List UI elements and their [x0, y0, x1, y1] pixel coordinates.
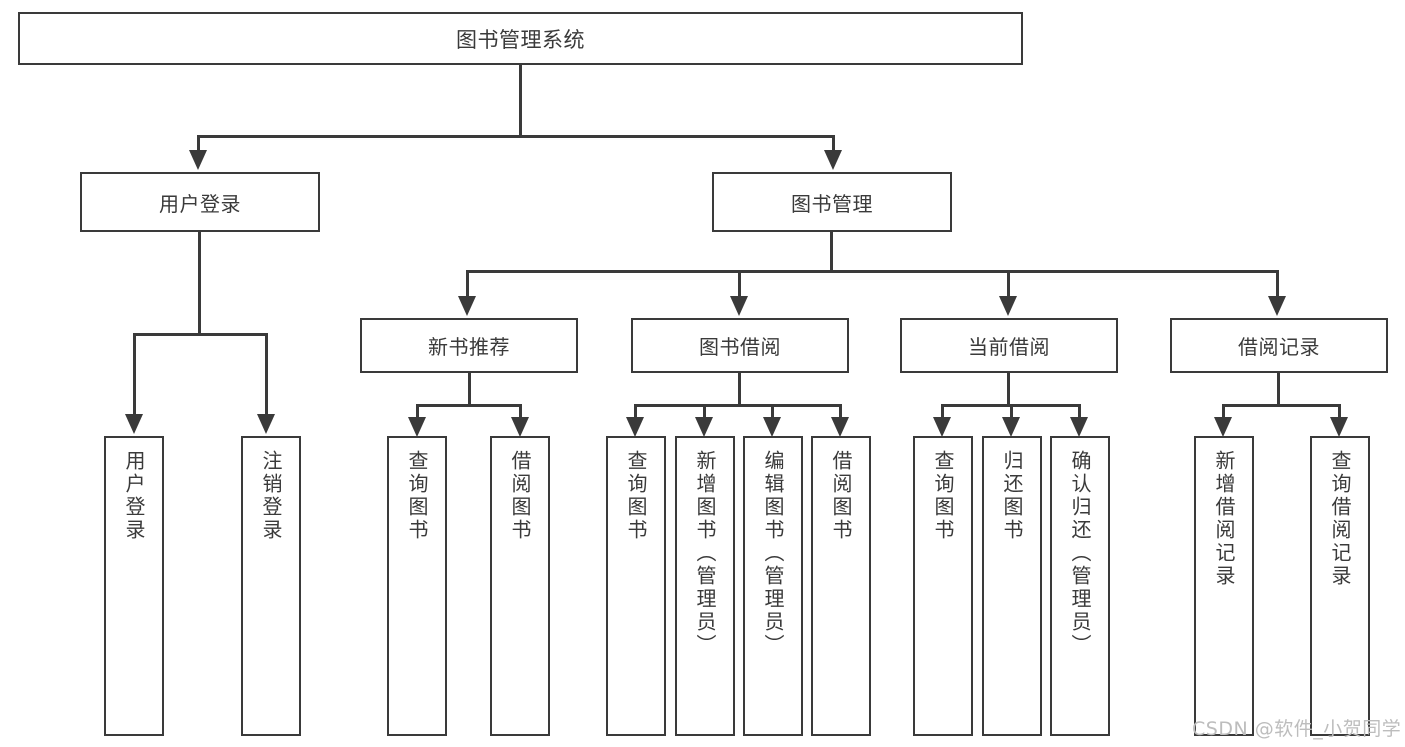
leaf-label: 查询借阅记录 — [1328, 450, 1352, 588]
connector-borrow-record-drop-1 — [1222, 404, 1225, 421]
arrow-borrow-record-leaf-2 — [1330, 417, 1348, 437]
leaf-logout[interactable]: 注销登录 — [241, 436, 301, 736]
leaf-label: 新增借阅记录 — [1212, 450, 1236, 588]
leaf-label: 确认归还（管理员） — [1068, 450, 1092, 657]
connector-user-login-drop-1 — [133, 333, 136, 418]
node-user-login[interactable]: 用户登录 — [80, 172, 320, 232]
arrow-book-borrow-leaf-4 — [831, 417, 849, 437]
connector-book-manage-drop-2 — [738, 270, 741, 299]
node-book-borrow[interactable]: 图书借阅 — [631, 318, 849, 373]
leaf-query-borrow-record[interactable]: 查询借阅记录 — [1310, 436, 1370, 736]
connector-book-manage-stem — [830, 232, 833, 272]
arrow-to-borrow-record — [1268, 296, 1286, 316]
connector-user-login-bar — [133, 333, 267, 336]
node-label: 图书管理 — [791, 191, 873, 216]
leaf-edit-book-admin[interactable]: 编辑图书（管理员） — [743, 436, 803, 736]
node-label: 当前借阅 — [968, 335, 1050, 359]
connector-book-borrow-drop-3 — [771, 404, 774, 421]
connector-new-book-stem — [468, 373, 471, 406]
leaf-label: 借阅图书 — [508, 450, 532, 542]
arrow-new-book-leaf-2 — [511, 417, 529, 437]
leaf-query-book-current[interactable]: 查询图书 — [913, 436, 973, 736]
connector-new-book-bar — [416, 404, 522, 407]
connector-book-borrow-drop-1 — [634, 404, 637, 421]
leaf-query-book-borrow[interactable]: 查询图书 — [606, 436, 666, 736]
node-new-book-recommend[interactable]: 新书推荐 — [360, 318, 578, 373]
arrow-book-borrow-leaf-2 — [695, 417, 713, 437]
arrow-current-borrow-leaf-1 — [933, 417, 951, 437]
arrow-book-borrow-leaf-3 — [763, 417, 781, 437]
connector-book-manage-drop-3 — [1007, 270, 1010, 299]
node-borrow-record[interactable]: 借阅记录 — [1170, 318, 1388, 373]
leaf-label: 归还图书 — [1000, 450, 1024, 542]
arrow-to-book-borrow — [730, 296, 748, 316]
leaf-borrow-book-recommend[interactable]: 借阅图书 — [490, 436, 550, 736]
node-label: 图书借阅 — [699, 335, 781, 359]
leaf-label: 查询图书 — [405, 450, 429, 542]
leaf-confirm-return-admin[interactable]: 确认归还（管理员） — [1050, 436, 1110, 736]
leaf-add-borrow-record[interactable]: 新增借阅记录 — [1194, 436, 1254, 736]
connector-book-borrow-bar — [634, 404, 842, 407]
leaf-label: 注销登录 — [259, 450, 283, 542]
leaf-label: 用户登录 — [122, 450, 146, 542]
node-book-management[interactable]: 图书管理 — [712, 172, 952, 232]
arrow-new-book-leaf-1 — [408, 417, 426, 437]
arrow-to-current-borrow — [999, 296, 1017, 316]
node-label: 新书推荐 — [428, 335, 510, 359]
arrow-root-to-user-login — [189, 150, 207, 170]
connector-root-to-user-login — [197, 135, 200, 154]
arrow-book-borrow-leaf-1 — [626, 417, 644, 437]
arrow-current-borrow-leaf-2 — [1002, 417, 1020, 437]
node-label: 借阅记录 — [1238, 335, 1320, 359]
connector-current-borrow-drop-2 — [1010, 404, 1013, 421]
leaf-user-login[interactable]: 用户登录 — [104, 436, 164, 736]
leaf-label: 编辑图书（管理员） — [761, 450, 785, 657]
connector-user-login-drop-2 — [265, 333, 268, 418]
leaf-query-book-recommend[interactable]: 查询图书 — [387, 436, 447, 736]
node-label: 用户登录 — [159, 191, 241, 216]
arrow-user-login-leaf-2 — [257, 414, 275, 434]
arrow-to-new-book-recommend — [458, 296, 476, 316]
connector-current-borrow-drop-1 — [941, 404, 944, 421]
connector-borrow-record-bar — [1222, 404, 1341, 407]
arrow-current-borrow-leaf-3 — [1070, 417, 1088, 437]
leaf-add-book-admin[interactable]: 新增图书（管理员） — [675, 436, 735, 736]
node-root-system[interactable]: 图书管理系统 — [18, 12, 1023, 65]
leaf-label: 查询图书 — [624, 450, 648, 542]
connector-book-manage-drop-1 — [466, 270, 469, 299]
leaf-label: 查询图书 — [931, 450, 955, 542]
connector-borrow-record-stem — [1277, 373, 1280, 406]
leaf-borrow-book[interactable]: 借阅图书 — [811, 436, 871, 736]
connector-user-login-stem — [198, 232, 201, 335]
connector-book-manage-drop-4 — [1276, 270, 1279, 299]
leaf-return-book[interactable]: 归还图书 — [982, 436, 1042, 736]
connector-root-stem — [519, 65, 522, 137]
leaf-label: 新增图书（管理员） — [693, 450, 717, 657]
arrow-user-login-leaf-1 — [125, 414, 143, 434]
connector-current-borrow-drop-3 — [1078, 404, 1081, 421]
connector-current-borrow-stem — [1007, 373, 1010, 406]
connector-borrow-record-drop-2 — [1338, 404, 1341, 421]
connector-root-bar — [197, 135, 834, 138]
leaf-label: 借阅图书 — [829, 450, 853, 542]
connector-new-book-drop-1 — [416, 404, 419, 421]
node-label: 图书管理系统 — [456, 27, 585, 52]
arrow-root-to-book-manage — [824, 150, 842, 170]
connector-book-borrow-stem — [738, 373, 741, 406]
node-current-borrow[interactable]: 当前借阅 — [900, 318, 1118, 373]
arrow-borrow-record-leaf-1 — [1214, 417, 1232, 437]
connector-new-book-drop-2 — [519, 404, 522, 421]
connector-book-manage-bar — [466, 270, 1279, 273]
connector-book-borrow-drop-2 — [703, 404, 706, 421]
connector-book-borrow-drop-4 — [839, 404, 842, 421]
connector-current-borrow-bar — [941, 404, 1078, 407]
connector-root-to-book-manage — [832, 135, 835, 154]
watermark: CSDN @软件_小贺同学 — [1192, 718, 1402, 740]
